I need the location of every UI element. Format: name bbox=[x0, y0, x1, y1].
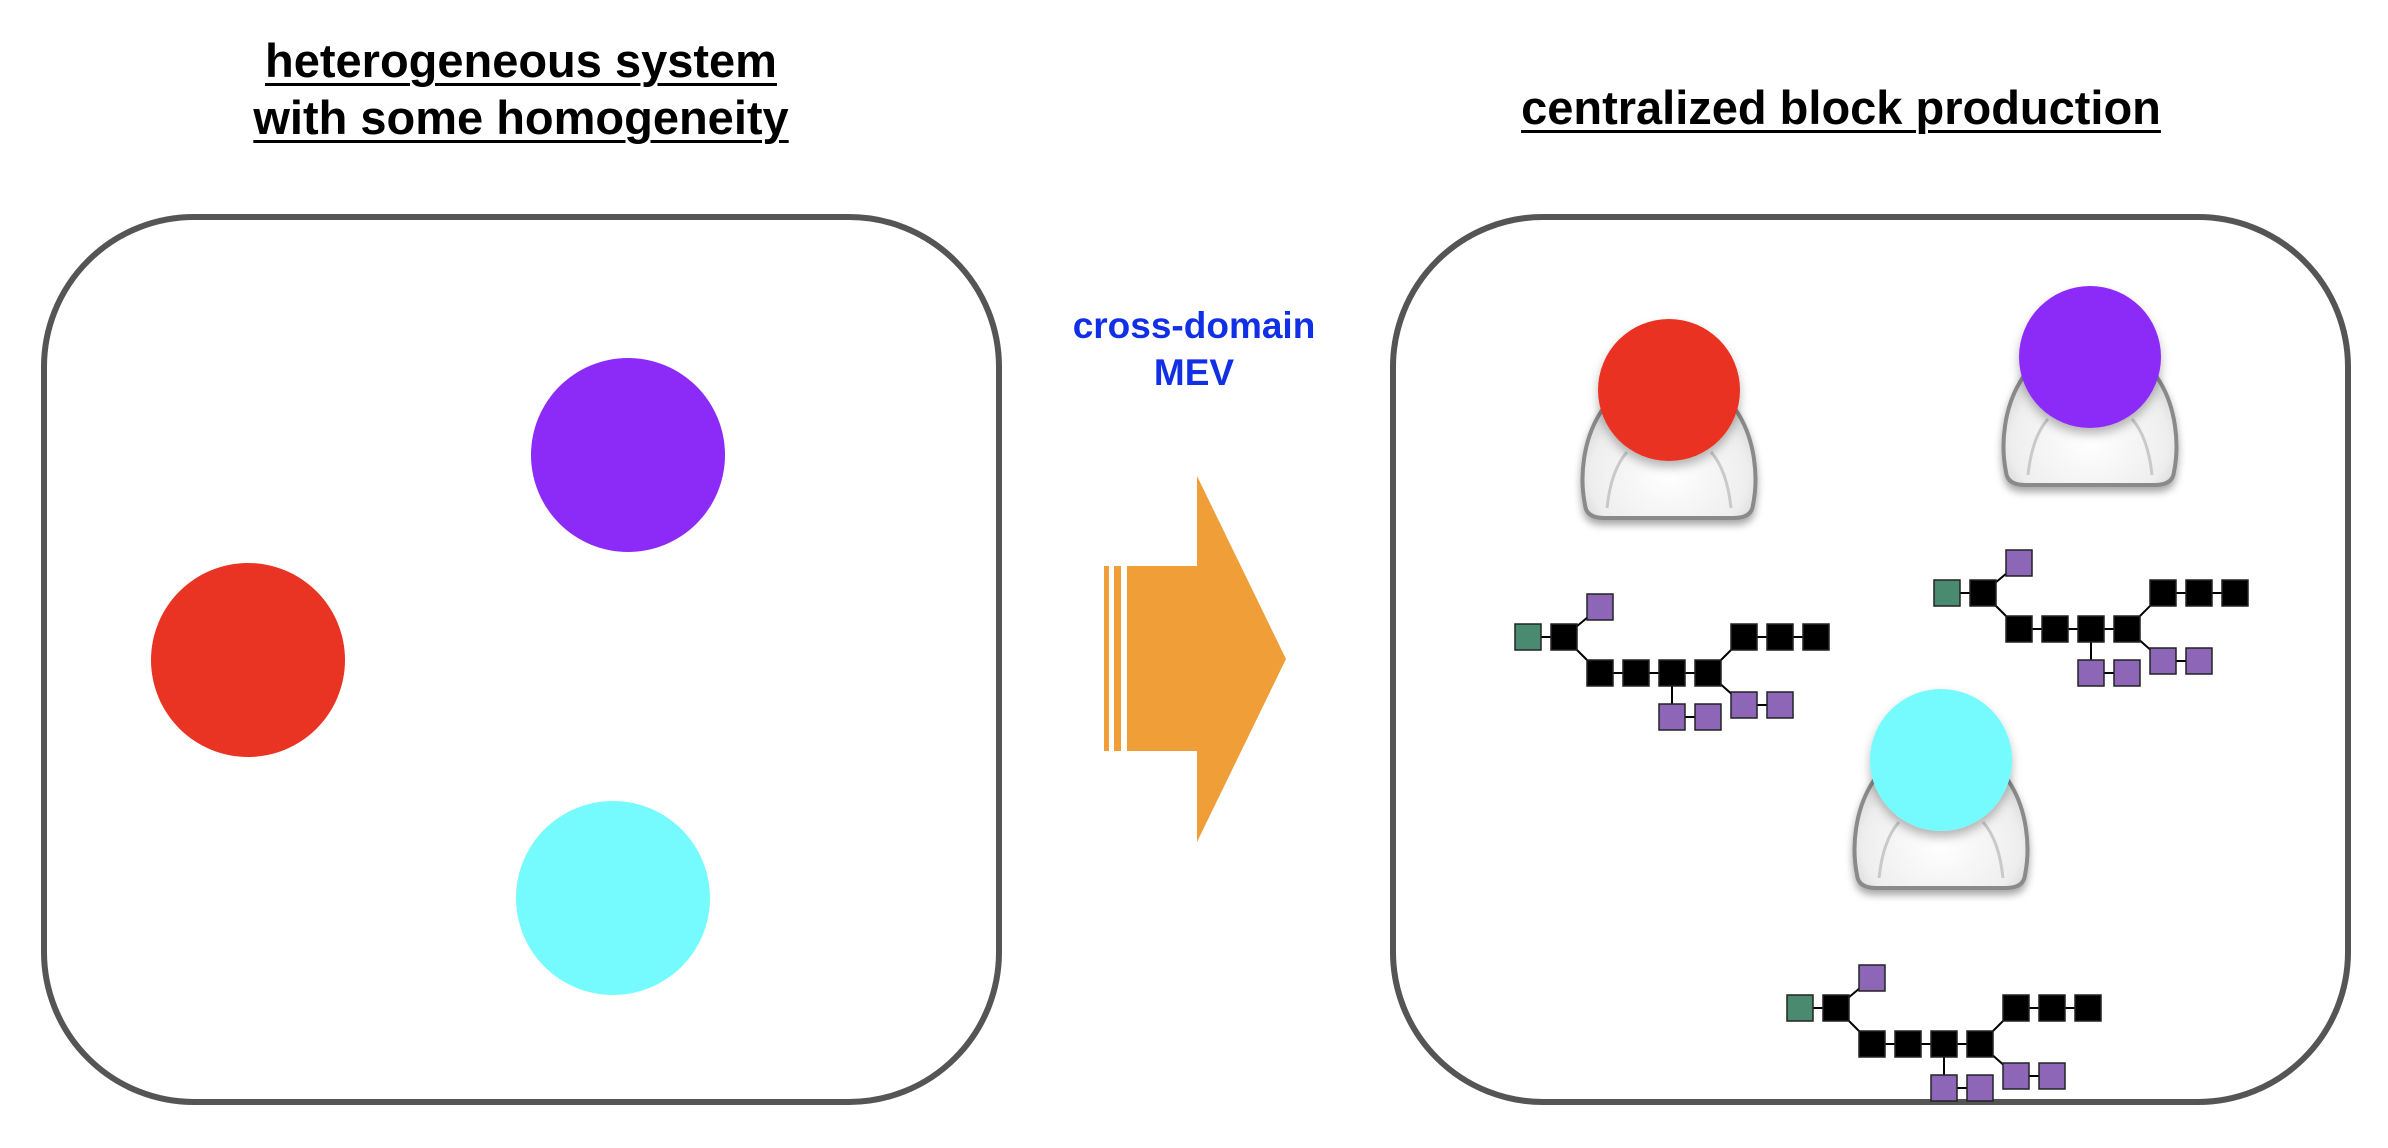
block-green-block bbox=[1933, 579, 1961, 607]
block-purple-block bbox=[2002, 1062, 2030, 1090]
arrow-body bbox=[1127, 476, 1286, 842]
person-body-fold bbox=[1605, 451, 1733, 509]
left-panel-frame bbox=[41, 214, 1002, 1105]
block-tree-cyan bbox=[1786, 964, 2102, 1102]
person-body-fold bbox=[1877, 821, 2005, 879]
arrow-label-line-2: MEV bbox=[1153, 352, 1235, 393]
block-purple-block bbox=[1694, 703, 1722, 731]
block-black-block bbox=[1802, 623, 1830, 651]
block-purple-block bbox=[1966, 1074, 1994, 1102]
right-title-text: centralized block production bbox=[1521, 81, 2161, 134]
block-purple-block bbox=[1858, 964, 1886, 992]
cyan-circle bbox=[516, 801, 710, 995]
block-black-block bbox=[2005, 615, 2033, 643]
validator-purple bbox=[2001, 286, 2179, 487]
block-green-block bbox=[1514, 623, 1542, 651]
arrow-stripe-1 bbox=[1104, 566, 1109, 751]
block-black-block bbox=[1822, 994, 1850, 1022]
block-black-block bbox=[1730, 623, 1758, 651]
block-black-block bbox=[1930, 1030, 1958, 1058]
block-purple-block bbox=[1658, 703, 1686, 731]
block-black-block bbox=[2185, 579, 2213, 607]
block-purple-block bbox=[2149, 647, 2177, 675]
block-tree-red bbox=[1514, 593, 1830, 731]
purple-circle bbox=[531, 358, 725, 552]
block-black-block bbox=[2041, 615, 2069, 643]
block-black-block bbox=[1658, 659, 1686, 687]
left-panel-title: heterogeneous system with some homogenei… bbox=[121, 32, 921, 146]
block-purple-block bbox=[1930, 1074, 1958, 1102]
block-black-block bbox=[2113, 615, 2141, 643]
arrow-label-line-1: cross-domain bbox=[1072, 305, 1316, 346]
block-black-block bbox=[1766, 623, 1794, 651]
block-black-block bbox=[1694, 659, 1722, 687]
block-purple-block bbox=[2038, 1062, 2066, 1090]
arrow-shape bbox=[1104, 476, 1286, 842]
block-black-block bbox=[2002, 994, 2030, 1022]
person-body-fold bbox=[2026, 418, 2154, 476]
block-black-block bbox=[1550, 623, 1578, 651]
person-head-purple bbox=[2019, 286, 2161, 428]
block-purple-block bbox=[1730, 691, 1758, 719]
block-black-block bbox=[1894, 1030, 1922, 1058]
person-head-cyan bbox=[1870, 689, 2012, 831]
block-purple-block bbox=[1586, 593, 1614, 621]
block-black-block bbox=[2149, 579, 2177, 607]
arrow-label: cross-domain MEV bbox=[1044, 302, 1344, 396]
validator-red bbox=[1580, 319, 1758, 520]
right-panel-title: centralized block production bbox=[1441, 79, 2241, 136]
block-black-block bbox=[1586, 659, 1614, 687]
block-black-block bbox=[2038, 994, 2066, 1022]
block-black-block bbox=[1966, 1030, 1994, 1058]
block-green-block bbox=[1786, 994, 1814, 1022]
block-purple-block bbox=[1766, 691, 1794, 719]
block-purple-block bbox=[2185, 647, 2213, 675]
arrow-stripe-2 bbox=[1114, 566, 1121, 751]
red-circle bbox=[151, 563, 345, 757]
block-black-block bbox=[1969, 579, 1997, 607]
block-black-block bbox=[2221, 579, 2249, 607]
block-purple-block bbox=[2113, 659, 2141, 687]
block-tree-purple bbox=[1933, 549, 2249, 687]
person-head-red bbox=[1598, 319, 1740, 461]
block-purple-block bbox=[2005, 549, 2033, 577]
validator-cyan bbox=[1852, 689, 2030, 890]
block-black-block bbox=[1858, 1030, 1886, 1058]
left-title-line-1: heterogeneous system bbox=[265, 34, 777, 87]
block-purple-block bbox=[2077, 659, 2105, 687]
block-black-block bbox=[2077, 615, 2105, 643]
block-black-block bbox=[2074, 994, 2102, 1022]
left-title-line-2: with some homogeneity bbox=[253, 91, 789, 144]
block-black-block bbox=[1622, 659, 1650, 687]
